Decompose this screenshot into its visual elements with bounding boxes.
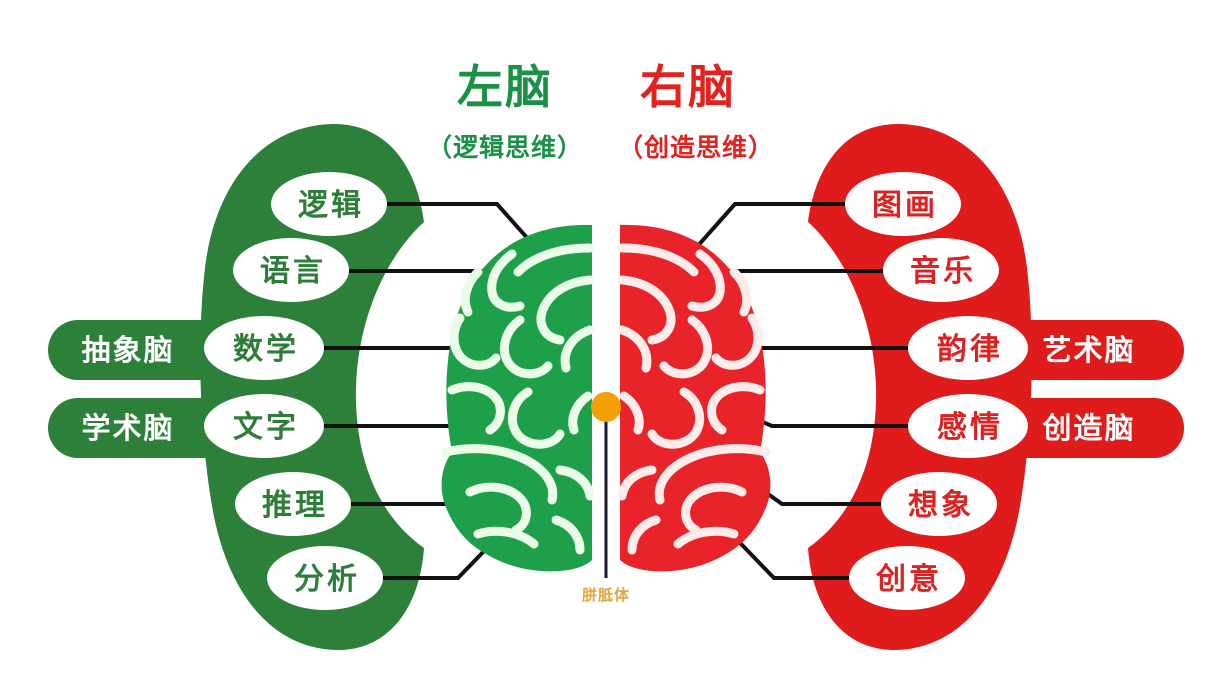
right-pill-1-label: 音乐	[910, 255, 976, 288]
left-side-tab-1-label: 学术脑	[81, 411, 174, 445]
right-pill-0-label: 图画	[872, 189, 938, 222]
right-pill-2[interactable]: 韵律	[908, 316, 1028, 380]
right-pill-4-label: 想象	[908, 489, 974, 522]
left-pills-group: 逻辑 语言 数学 文字 推理 分析	[204, 172, 387, 610]
right-side-tabs-group: 艺术脑 创造脑	[994, 320, 1184, 458]
right-side-tab-1[interactable]: 创造脑	[994, 398, 1184, 458]
left-side-tabs-group: 抽象脑 学术脑	[48, 320, 238, 458]
right-heading-group: 右脑 （创造思维）	[618, 61, 774, 162]
left-pill-5-label: 分析	[294, 563, 360, 596]
left-pill-3-label: 文字	[233, 410, 299, 444]
left-pill-2[interactable]: 数学	[204, 316, 324, 380]
right-hemisphere-sulci	[617, 243, 771, 555]
left-pill-0[interactable]: 逻辑	[271, 172, 387, 236]
left-hemisphere	[441, 224, 595, 572]
right-pill-1[interactable]: 音乐	[883, 238, 999, 302]
left-pill-1[interactable]: 语言	[233, 238, 349, 302]
left-heading-group: 左脑 （逻辑思维）	[427, 61, 583, 162]
left-side-tab-0-label: 抽象脑	[81, 334, 174, 367]
right-pills-group: 图画 音乐 韵律 感情 想象 创意	[845, 172, 1028, 610]
corpus-callosum-label: 胼胝体	[582, 586, 630, 604]
right-pill-3-label: 感情	[937, 411, 1003, 444]
left-brain-subtitle: （逻辑思维）	[427, 133, 583, 162]
left-side-tab-1[interactable]: 学术脑	[48, 398, 238, 458]
left-hemisphere-sulci	[441, 243, 595, 555]
left-brain-title: 左脑	[457, 61, 553, 113]
right-brain-subtitle: （创造思维）	[618, 133, 774, 162]
corpus-callosum-group: 胼胝体	[582, 392, 630, 604]
right-pill-4[interactable]: 想象	[881, 472, 997, 536]
right-pill-0[interactable]: 图画	[845, 172, 961, 236]
right-pill-2-label: 韵律	[937, 332, 1003, 366]
left-pill-4-label: 推理	[262, 489, 328, 522]
left-pill-5[interactable]: 分析	[267, 546, 383, 610]
left-pill-0-label: 逻辑	[298, 189, 364, 222]
corpus-callosum-dot	[591, 392, 621, 422]
left-pill-3[interactable]: 文字	[204, 394, 324, 458]
right-pill-5[interactable]: 创意	[849, 546, 965, 610]
left-pill-2-label: 数学	[233, 332, 299, 366]
right-side-tab-0[interactable]: 艺术脑	[994, 320, 1184, 380]
left-pill-1-label: 语言	[260, 255, 326, 288]
right-side-tab-1-label: 创造脑	[1041, 412, 1135, 445]
right-connector-0	[685, 202, 847, 260]
left-pill-4[interactable]: 推理	[235, 472, 351, 536]
right-brain-title: 右脑	[640, 61, 736, 113]
right-pill-5-label: 创意	[875, 562, 942, 596]
right-hemisphere	[617, 224, 771, 572]
left-side-tab-0[interactable]: 抽象脑	[48, 320, 238, 380]
right-side-tab-0-label: 艺术脑	[1042, 334, 1135, 367]
right-pill-3[interactable]: 感情	[908, 394, 1028, 458]
